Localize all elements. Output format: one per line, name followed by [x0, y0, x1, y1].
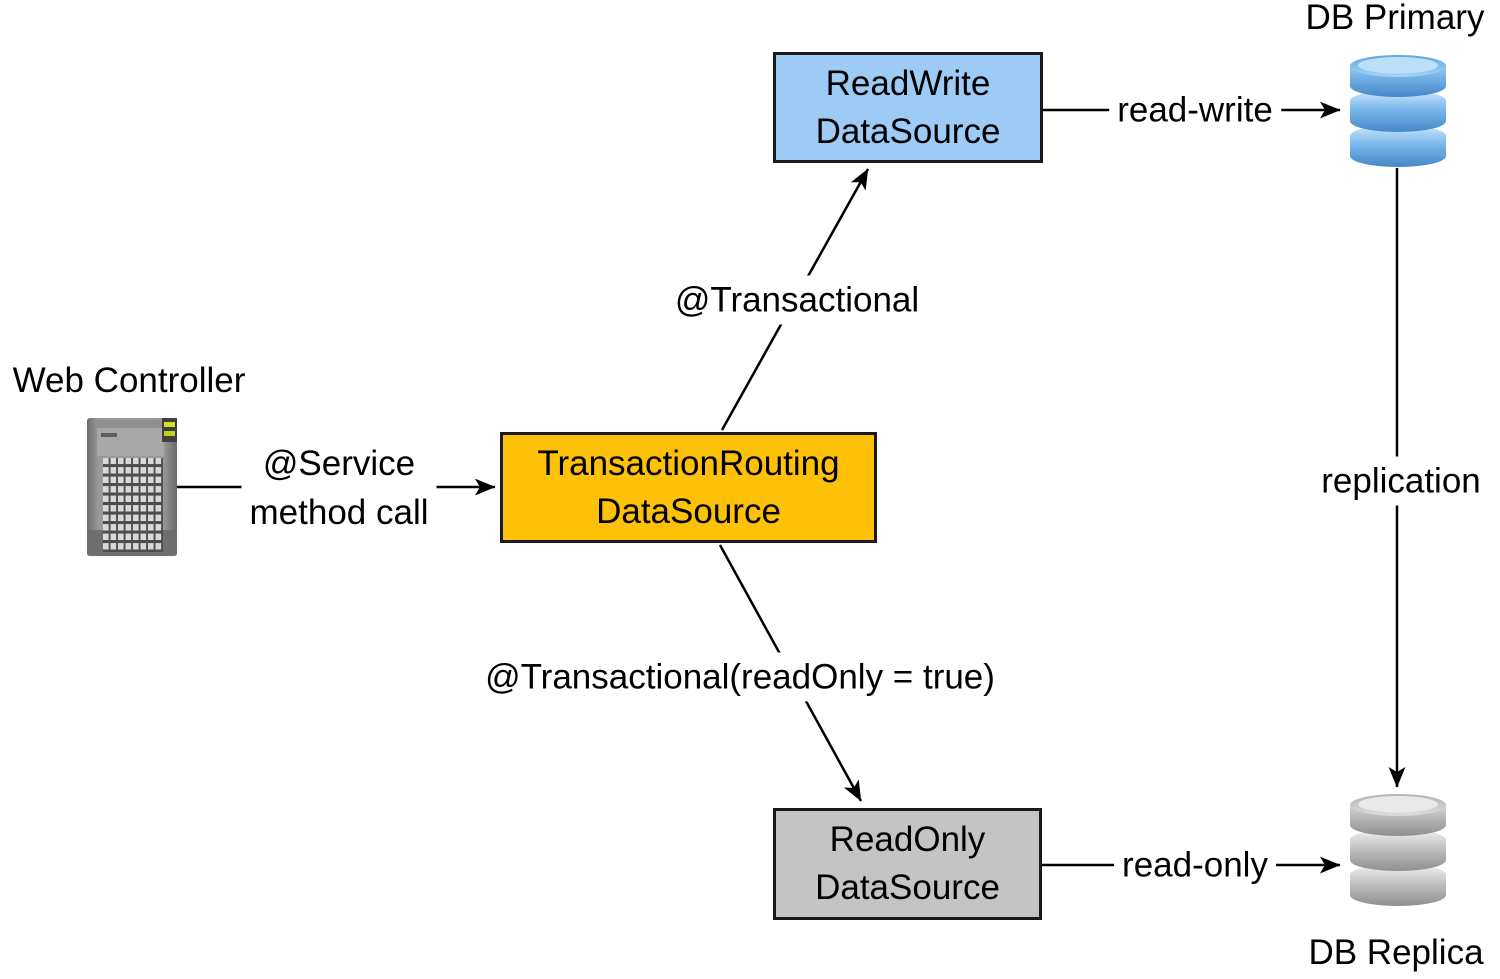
node-readwrite-datasource: ReadWrite DataSource [773, 52, 1043, 163]
db-replica-label: DB Replica [1308, 933, 1484, 972]
node-readonly-datasource: ReadOnly DataSource [773, 808, 1042, 920]
edge-label-read-write: read-write [1109, 85, 1281, 135]
db-primary-icon [1348, 54, 1448, 168]
node-transactionrouting-datasource: TransactionRouting DataSource [500, 432, 877, 543]
edge-label-transactional: @Transactional [666, 275, 928, 325]
edge-label-replication: replication [1313, 456, 1489, 506]
db-replica-icon [1348, 793, 1448, 907]
web-controller-label: Web Controller [12, 361, 246, 400]
server-icon [87, 418, 177, 556]
edge-label-read-only: read-only [1114, 840, 1276, 890]
edge-label-service-method-call: @Service method call [241, 439, 437, 537]
edge-label-transactional-readonly: @Transactional(readOnly = true) [477, 652, 1003, 702]
db-primary-label: DB Primary [1305, 0, 1485, 37]
